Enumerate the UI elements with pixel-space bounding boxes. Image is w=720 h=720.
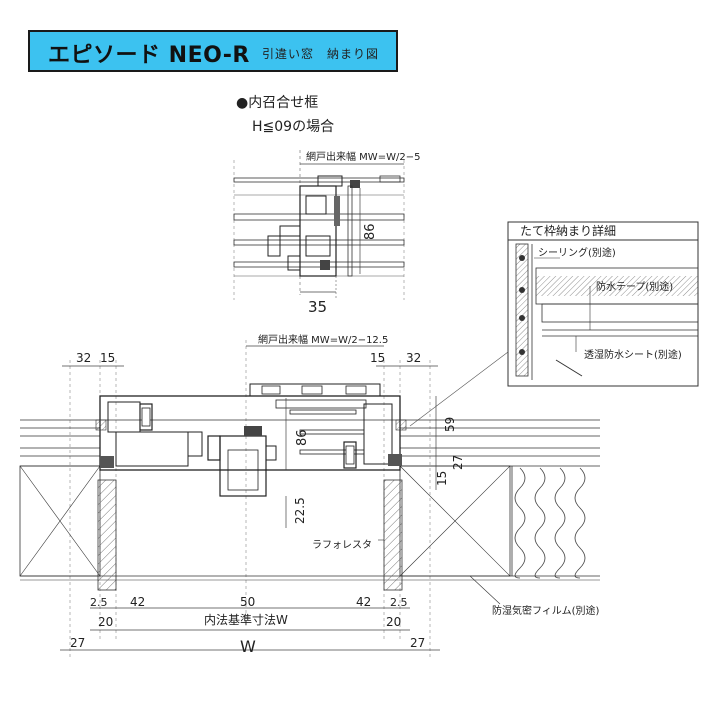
bottom-dimensions: 2.5 42 50 42 2.5 20 20 内法基準寸法W 27 27 W [60, 595, 440, 656]
bottom-l-20: 20 [98, 615, 113, 629]
main-dim-86: 86 [295, 429, 310, 446]
section-type-label: ●内召合せ框 [236, 95, 319, 111]
title-box: エピソード NEO-R 引違い窓 納まり図 [28, 30, 398, 72]
main-dim-59: 59 [443, 417, 457, 432]
main-dim-22-5: 22.5 [293, 497, 307, 524]
bottom-l-42: 42 [130, 595, 145, 609]
bottom-w: W [240, 637, 256, 656]
top-dim-86: 86 [363, 223, 378, 240]
main-left-32: 32 [76, 351, 91, 365]
inset-sealing: シーリング(別途) [538, 246, 616, 259]
bottom-r-2-5: 2.5 [390, 596, 408, 609]
top-screen-width-label: 網戸出来幅 MW=W/2−5 [306, 150, 420, 163]
section-condition: H≦09の場合 [252, 119, 335, 135]
bottom-r-20: 20 [386, 615, 401, 629]
inset-waterproof-tape: 防水テープ(別途) [596, 280, 673, 293]
bottom-inner-label: 内法基準寸法W [204, 612, 288, 627]
bottom-r-27: 27 [410, 636, 425, 650]
top-dim-35: 35 [308, 298, 327, 316]
main-lath-label: ラフォレスタ [312, 539, 372, 551]
main-dim-27: 27 [451, 455, 465, 470]
title-sub: 引違い窓 納まり図 [262, 47, 380, 61]
main-right-32: 32 [406, 351, 421, 365]
top-detail: 網戸出来幅 MW=W/2−5 86 35 [233, 150, 420, 316]
inset-title: たて枠納まり詳細 [520, 223, 616, 238]
main-vapor-film-label: 防湿気密フィルム(別途) [492, 604, 600, 617]
main-right-15: 15 [370, 351, 385, 365]
inset-permeable-sheet: 透湿防水シート(別途) [584, 348, 682, 361]
bottom-l-2-5: 2.5 [90, 596, 108, 609]
main-detail: 網戸出来幅 MW=W/2−12.5 32 15 15 32 [19, 333, 600, 660]
bottom-r-42: 42 [356, 595, 371, 609]
inset-detail: たて枠納まり詳細 シーリング(別途) 防水テープ(別途) 透湿防水シート(別途) [409, 221, 699, 427]
main-dim-15: 15 [435, 471, 449, 486]
title-main: エピソード NEO-R [48, 43, 250, 68]
bottom-l-27: 27 [70, 636, 85, 650]
bottom-c-50: 50 [240, 595, 255, 609]
main-left-15: 15 [100, 351, 115, 365]
main-screen-width-label: 網戸出来幅 MW=W/2−12.5 [258, 333, 388, 346]
